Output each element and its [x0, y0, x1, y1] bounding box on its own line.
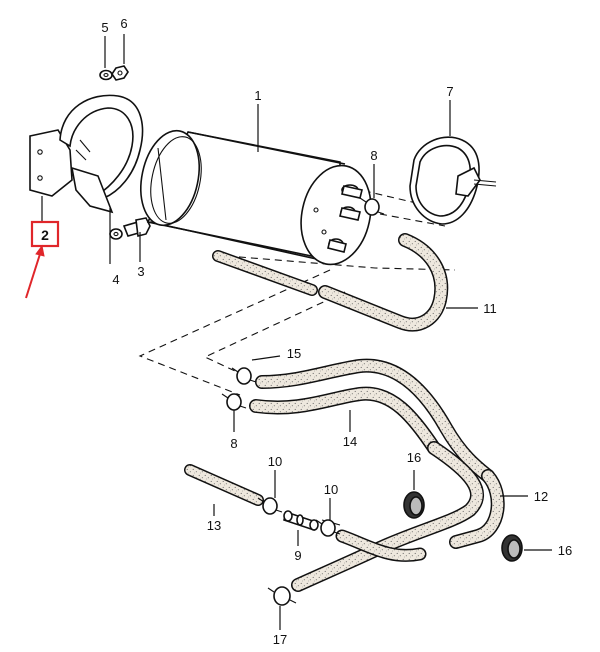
hose-clamps — [221, 197, 385, 606]
callout-6: 6 — [120, 16, 127, 31]
callout-17: 17 — [273, 632, 287, 647]
callout-2: 2 — [41, 227, 49, 243]
highlight-arrow — [25, 253, 41, 299]
highlight-box — [30, 220, 60, 248]
callout-8-top: 8 — [370, 148, 377, 163]
callout-5: 5 — [101, 20, 108, 35]
callout-3: 3 — [137, 264, 144, 279]
callout-11: 11 — [483, 301, 497, 316]
callout-12: 12 — [534, 489, 548, 504]
strap-clamp-part — [409, 136, 497, 225]
callout-16-top: 16 — [407, 450, 421, 465]
highlight-marker — [25, 220, 60, 299]
callout-4: 4 — [112, 272, 119, 287]
washer-nut-top — [99, 65, 129, 81]
callout-13: 13 — [207, 518, 221, 533]
callout-7: 7 — [446, 84, 453, 99]
callout-labels: 5 6 1 7 8 2 4 3 11 15 8 14 16 10 10 12 1… — [41, 16, 572, 647]
callout-14: 14 — [343, 434, 357, 449]
arrow-head-icon — [35, 244, 45, 257]
bracket-part — [29, 94, 144, 214]
canister-part — [140, 129, 372, 266]
callout-8-bottom: 8 — [230, 436, 237, 451]
callout-10-right: 10 — [324, 482, 338, 497]
leader-lines — [41, 34, 552, 630]
hoses — [184, 233, 505, 592]
callout-10-left: 10 — [268, 454, 282, 469]
callout-9: 9 — [294, 548, 301, 563]
connector-part — [283, 510, 319, 532]
callout-1: 1 — [254, 88, 261, 103]
callout-16-right: 16 — [558, 543, 572, 558]
grommets — [403, 491, 523, 562]
bolt-washer — [109, 217, 151, 240]
callout-15: 15 — [287, 346, 301, 361]
